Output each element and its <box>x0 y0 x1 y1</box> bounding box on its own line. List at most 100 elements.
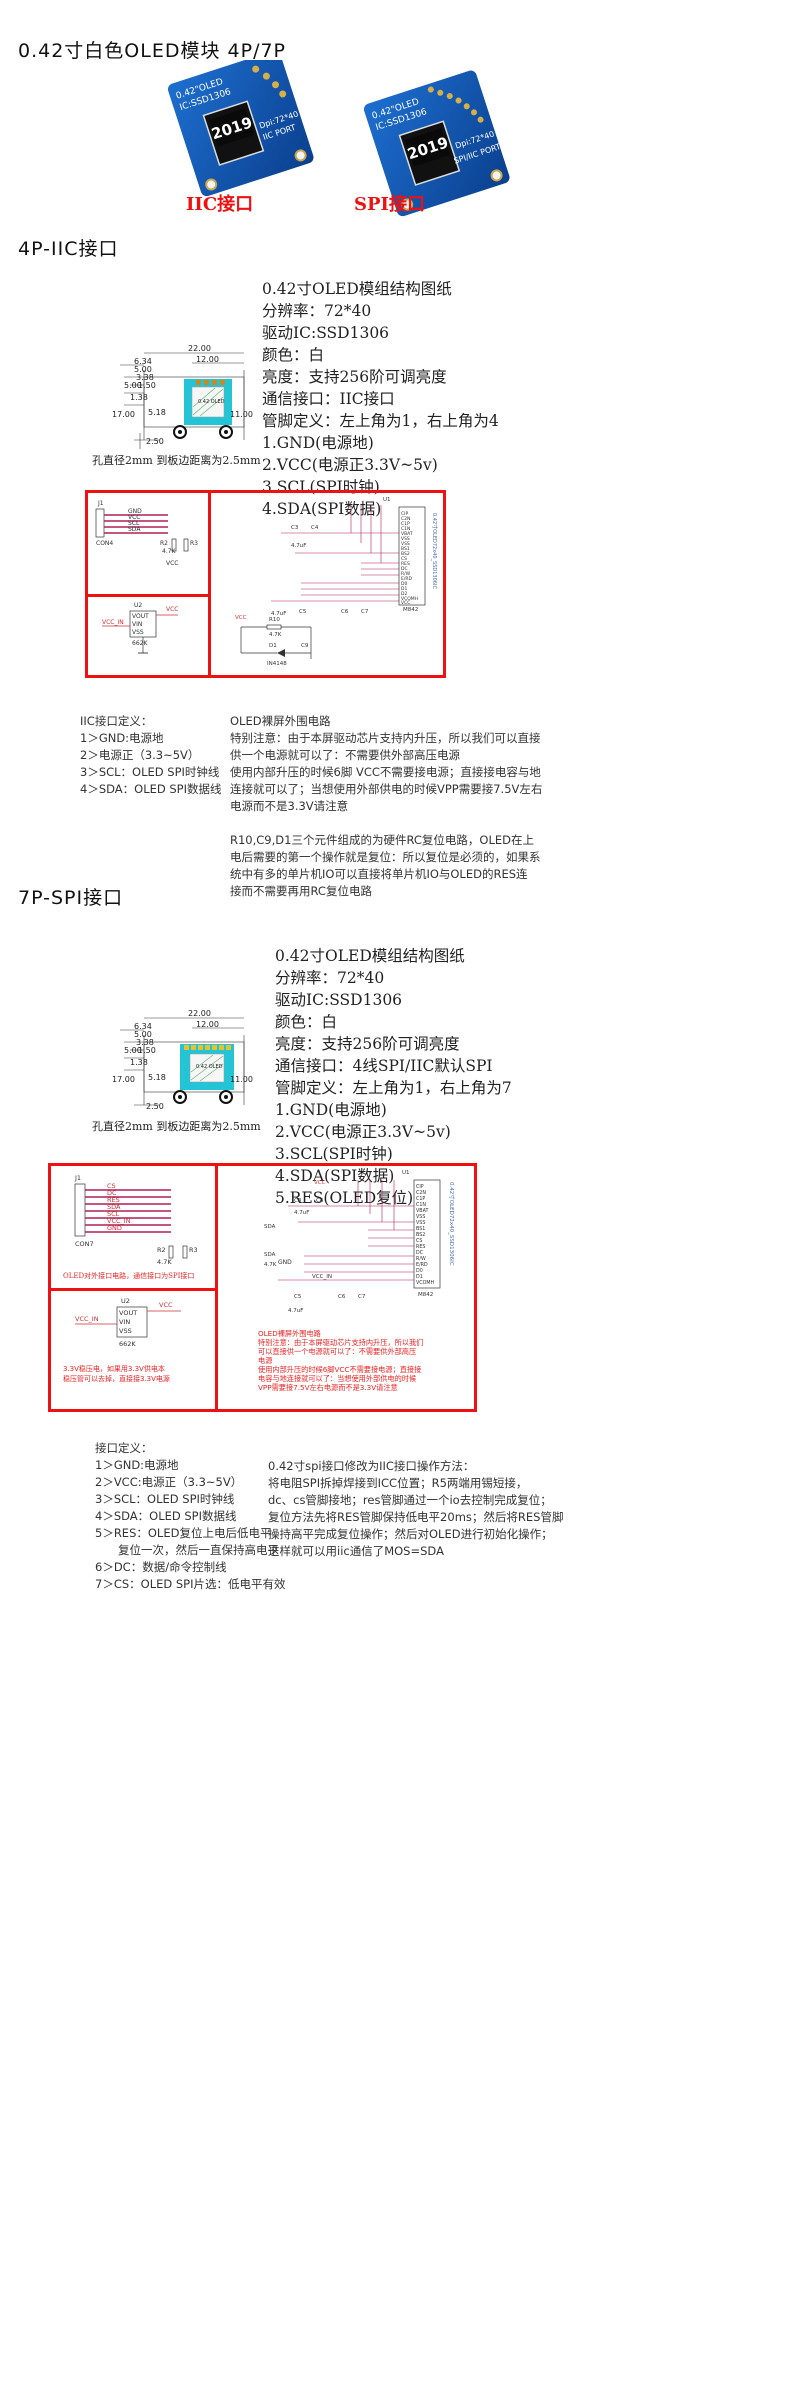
svg-text:GND: GND <box>107 1224 122 1232</box>
svg-text:C3: C3 <box>294 1198 302 1204</box>
iic-heading: 4P-IIC接口 <box>18 238 119 260</box>
svg-text:U1: U1 <box>402 1170 410 1176</box>
svg-text:C1P: C1P <box>401 521 410 527</box>
svg-text:5.00: 5.00 <box>124 381 142 390</box>
svg-text:R2: R2 <box>157 1246 166 1254</box>
svg-text:使用内部升压的时候6脚VCC不需要接电源；直接接: 使用内部升压的时候6脚VCC不需要接电源；直接接 <box>258 1365 421 1374</box>
svg-text:12.00: 12.00 <box>196 355 219 364</box>
svg-text:6.34: 6.34 <box>134 357 152 366</box>
svg-text:IN4148: IN4148 <box>267 661 287 667</box>
svg-text:VBAT: VBAT <box>416 1208 428 1214</box>
svg-text:电源: 电源 <box>258 1356 272 1365</box>
svg-text:C9: C9 <box>301 643 309 649</box>
svg-text:C4: C4 <box>316 1198 324 1204</box>
page-title: 0.42寸白色OLED模块 4P/7P <box>18 40 287 62</box>
svg-text:3.38: 3.38 <box>136 373 154 382</box>
svg-text:5.18: 5.18 <box>148 408 166 417</box>
svg-text:4.7K: 4.7K <box>269 632 282 638</box>
svg-text:VCC_IN: VCC_IN <box>107 1217 131 1225</box>
svg-text:4.7uF: 4.7uF <box>271 611 286 617</box>
svg-text:DC: DC <box>401 566 408 572</box>
svg-text:VCC_IN: VCC_IN <box>75 1315 99 1323</box>
svg-text:VOUT: VOUT <box>119 1309 137 1317</box>
svg-text:BS2: BS2 <box>401 551 410 557</box>
svg-text:VCC: VCC <box>166 560 178 567</box>
svg-text:11.00: 11.00 <box>230 410 253 419</box>
svg-text:R/W: R/W <box>416 1256 426 1262</box>
svg-text:SCL: SCL <box>128 520 140 527</box>
svg-text:C1N: C1N <box>401 526 410 532</box>
svg-text:OLED对外接口电路，通信接口为SPI接口: OLED对外接口电路，通信接口为SPI接口 <box>63 1271 194 1280</box>
svg-text:C2N: C2N <box>416 1190 426 1196</box>
svg-text:2.50: 2.50 <box>146 437 164 446</box>
svg-text:J1: J1 <box>74 1174 81 1182</box>
svg-text:J1: J1 <box>97 500 104 507</box>
svg-text:M842: M842 <box>418 1292 433 1298</box>
svg-text:VPP需要接7.5V左右电源而不是3.3V请注意: VPP需要接7.5V左右电源而不是3.3V请注意 <box>258 1383 398 1392</box>
svg-text:VCC: VCC <box>159 1301 173 1309</box>
svg-text:VCC: VCC <box>128 514 140 521</box>
svg-text:12.00: 12.00 <box>196 1020 219 1029</box>
svg-text:VCOMH: VCOMH <box>401 596 418 602</box>
svg-text:C6: C6 <box>341 609 349 615</box>
svg-text:CIP: CIP <box>401 511 408 517</box>
svg-text:稳压管可以去掉，直接接3.3V电源: 稳压管可以去掉，直接接3.3V电源 <box>63 1374 170 1383</box>
svg-text:CS: CS <box>107 1182 116 1190</box>
iic-ldo-box: U2 VOUT VIN VSS 662K VCC_IN VCC <box>85 594 211 678</box>
spi-iic-conversion-notes: 0.42寸spi接口修改为IIC接口操作方法：将电阻SPI拆掉焊接到ICC位置；… <box>268 1459 564 1558</box>
svg-text:2.50: 2.50 <box>146 1102 164 1111</box>
spi-board-image: 2019 0.42"OLED IC:SSD1306 Dpi:72*40 SPI/… <box>363 70 510 217</box>
spi-caption: SPI接口 <box>354 194 425 215</box>
svg-text:U2: U2 <box>134 602 142 609</box>
svg-text:VOUT: VOUT <box>132 613 149 620</box>
svg-text:CIP: CIP <box>416 1184 424 1190</box>
svg-text:BS2: BS2 <box>416 1232 425 1238</box>
svg-text:U2: U2 <box>121 1297 130 1305</box>
iic-caption: IIC接口 <box>186 194 254 215</box>
svg-text:SDA: SDA <box>264 1252 276 1258</box>
svg-text:22.00: 22.00 <box>188 345 211 353</box>
svg-text:CON4: CON4 <box>96 540 113 547</box>
svg-text:17.00: 17.00 <box>112 1075 135 1084</box>
spi-oled-box: VCC C3 C4 4.7uF SDA SDA 4.7K GND VCC_IN … <box>215 1163 477 1412</box>
iic-circuit-notes: OLED裸屏外围电路特别注意：由于本屏驱动芯片支持内升压，所以我们可以直接供一个… <box>230 714 543 898</box>
svg-text:4.7uF: 4.7uF <box>294 1210 309 1216</box>
svg-text:C4: C4 <box>311 525 319 531</box>
svg-text:3.38: 3.38 <box>136 1038 154 1047</box>
spi-dimension-drawing: 0.42 OLED 22.00 12.00 6.34 5.00 3.38 5.0… <box>80 1009 270 1120</box>
spi-connector-box: J1 CS DC RES SDA SCL VCC_IN GND CON7 R2 … <box>48 1163 218 1291</box>
svg-text:C1N: C1N <box>416 1202 426 1208</box>
svg-text:BS1: BS1 <box>416 1226 425 1232</box>
svg-text:GND: GND <box>278 1259 292 1266</box>
svg-text:4.7uF: 4.7uF <box>291 543 306 549</box>
svg-text:U1: U1 <box>383 497 391 503</box>
svg-text:VIN: VIN <box>119 1318 130 1326</box>
svg-text:SCL: SCL <box>107 1210 120 1218</box>
svg-text:R3: R3 <box>189 1246 198 1254</box>
svg-text:CS: CS <box>401 556 407 562</box>
svg-text:VIN: VIN <box>132 621 142 628</box>
svg-text:1.50: 1.50 <box>138 1046 156 1055</box>
svg-text:VSS: VSS <box>119 1327 132 1335</box>
svg-text:5.00: 5.00 <box>134 1030 152 1039</box>
svg-text:CS: CS <box>416 1238 422 1244</box>
svg-text:C6: C6 <box>338 1294 346 1300</box>
iic-connector-box: J1 GND VCC SCL SDA CON4 R2 R3 4.7K VCC <box>85 490 211 597</box>
svg-text:C5: C5 <box>294 1294 302 1300</box>
svg-text:R2: R2 <box>160 540 168 547</box>
svg-text:DC: DC <box>416 1250 424 1256</box>
svg-text:C7: C7 <box>358 1294 366 1300</box>
svg-text:0.42 OLED: 0.42 OLED <box>198 399 225 405</box>
svg-text:CON7: CON7 <box>75 1240 94 1248</box>
svg-text:VCC: VCC <box>314 1180 326 1186</box>
svg-text:4.7K: 4.7K <box>264 1262 277 1268</box>
svg-text:可以直接供一个电源就可以了：不需要供外部高压: 可以直接供一个电源就可以了：不需要供外部高压 <box>258 1347 416 1356</box>
svg-text:C7: C7 <box>361 609 369 615</box>
svg-text:4.7K: 4.7K <box>157 1258 172 1266</box>
svg-text:C5: C5 <box>299 609 307 615</box>
svg-text:5.00: 5.00 <box>134 365 152 374</box>
svg-text:SDA: SDA <box>128 526 141 533</box>
